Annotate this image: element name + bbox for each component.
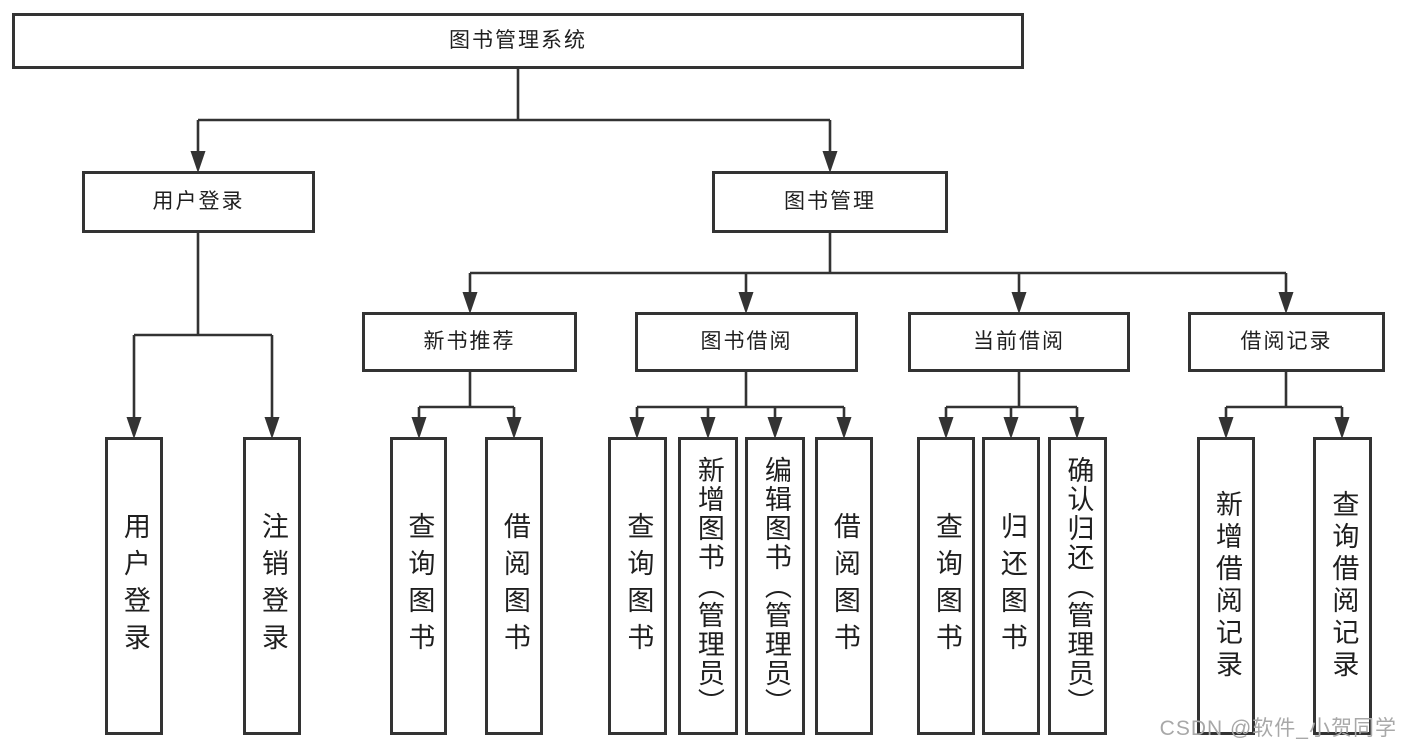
node-v-borrow-book-1: 借阅图书 — [485, 437, 543, 735]
arrowhead-icon — [1278, 292, 1294, 314]
arrowhead-icon — [264, 417, 280, 439]
node-v-query-book-3: 查询图书 — [917, 437, 975, 735]
arrowhead-icon — [1069, 417, 1085, 439]
node-v-user-login: 用户登录 — [105, 437, 163, 735]
node-v-borrow-book-2: 借阅图书 — [815, 437, 873, 735]
node-label: 用户登录 — [119, 512, 150, 660]
arrowhead-icon — [1011, 292, 1027, 314]
node-label: 用户登录 — [152, 190, 245, 214]
arrowhead-icon — [822, 151, 838, 173]
node-book-management: 图书管理 — [712, 171, 948, 233]
node-new-book-recommend: 新书推荐 — [362, 312, 577, 372]
arrowhead-icon — [767, 417, 783, 439]
node-v-query-borrow-rec: 查询借阅记录 — [1313, 437, 1372, 735]
node-borrow-records: 借阅记录 — [1188, 312, 1385, 372]
node-label: 查询图书 — [404, 512, 435, 660]
node-label: 图书借阅 — [700, 330, 793, 354]
arrowhead-icon — [836, 417, 852, 439]
arrowhead-icon — [126, 417, 142, 439]
arrowhead-icon — [190, 151, 206, 173]
arrowhead-icon — [1218, 417, 1234, 439]
arrowhead-icon — [411, 417, 427, 439]
node-root: 图书管理系统 — [12, 13, 1024, 69]
arrowhead-icon — [506, 417, 522, 439]
arrowhead-icon — [1334, 417, 1350, 439]
node-v-confirm-return: 确认归还（管理员） — [1048, 437, 1107, 735]
node-label: 编辑图书（管理员） — [760, 455, 791, 717]
arrowhead-icon — [1003, 417, 1019, 439]
node-v-add-borrow-rec: 新增借阅记录 — [1197, 437, 1255, 735]
node-v-query-book-1: 查询图书 — [390, 437, 447, 735]
node-v-query-book-2: 查询图书 — [608, 437, 667, 735]
node-v-edit-book: 编辑图书（管理员） — [745, 437, 805, 735]
node-label: 查询图书 — [931, 512, 962, 660]
node-current-borrow: 当前借阅 — [908, 312, 1130, 372]
node-label: 借阅记录 — [1240, 330, 1333, 354]
arrowhead-icon — [462, 292, 478, 314]
node-label: 归还图书 — [996, 512, 1027, 660]
arrowhead-icon — [629, 417, 645, 439]
node-label: 图书管理 — [784, 190, 876, 214]
node-label: 借阅图书 — [829, 512, 860, 660]
node-label: 借阅图书 — [499, 512, 530, 660]
arrowhead-icon — [700, 417, 716, 439]
node-book-borrow: 图书借阅 — [635, 312, 858, 372]
node-label: 注销登录 — [257, 512, 288, 660]
node-v-add-book: 新增图书（管理员） — [678, 437, 738, 735]
node-v-logout: 注销登录 — [243, 437, 301, 735]
node-label: 查询借阅记录 — [1328, 490, 1359, 682]
node-label: 新增借阅记录 — [1211, 490, 1242, 682]
node-label: 新书推荐 — [423, 330, 516, 354]
arrowhead-icon — [738, 292, 754, 314]
node-label: 图书管理系统 — [449, 29, 587, 53]
node-label: 查询图书 — [623, 512, 654, 660]
arrowhead-icon — [938, 417, 954, 439]
node-v-return-book: 归还图书 — [982, 437, 1040, 735]
node-label: 新增图书（管理员） — [693, 455, 724, 717]
node-label: 确认归还（管理员） — [1063, 455, 1094, 717]
node-user-login: 用户登录 — [82, 171, 315, 233]
node-label: 当前借阅 — [973, 330, 1065, 354]
